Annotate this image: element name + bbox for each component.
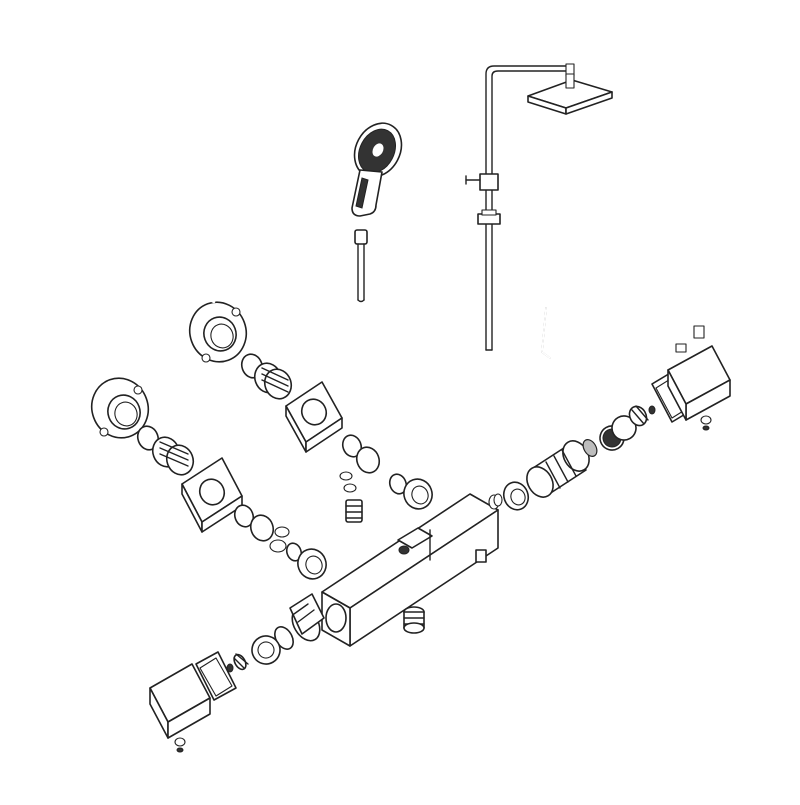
thermostatic-cartridge bbox=[502, 405, 656, 511]
thermostatic-mixer-body bbox=[321, 493, 499, 647]
bottom-outlet-nipple bbox=[403, 606, 425, 634]
o-rings bbox=[488, 493, 503, 510]
flow-cartridge bbox=[226, 593, 325, 673]
cover-plate-left bbox=[181, 457, 243, 533]
overhead-shower-head bbox=[527, 73, 613, 115]
riser-rail bbox=[465, 63, 575, 351]
outlet-connector bbox=[345, 499, 363, 523]
wall-flange-right bbox=[188, 301, 248, 363]
union-nut-right bbox=[339, 434, 433, 510]
eccentric-connector-left bbox=[136, 425, 195, 476]
cover-plate-right bbox=[285, 381, 343, 453]
mounting-screws bbox=[70, 292, 278, 460]
wall-flange-left bbox=[90, 377, 150, 439]
shower-hose bbox=[354, 229, 368, 303]
union-nut-left bbox=[233, 504, 327, 580]
square-handle-right bbox=[651, 325, 731, 431]
eccentric-connector-right bbox=[240, 353, 293, 400]
square-handle-left bbox=[149, 651, 237, 753]
hand-shower bbox=[351, 122, 403, 217]
allen-key bbox=[541, 307, 551, 359]
